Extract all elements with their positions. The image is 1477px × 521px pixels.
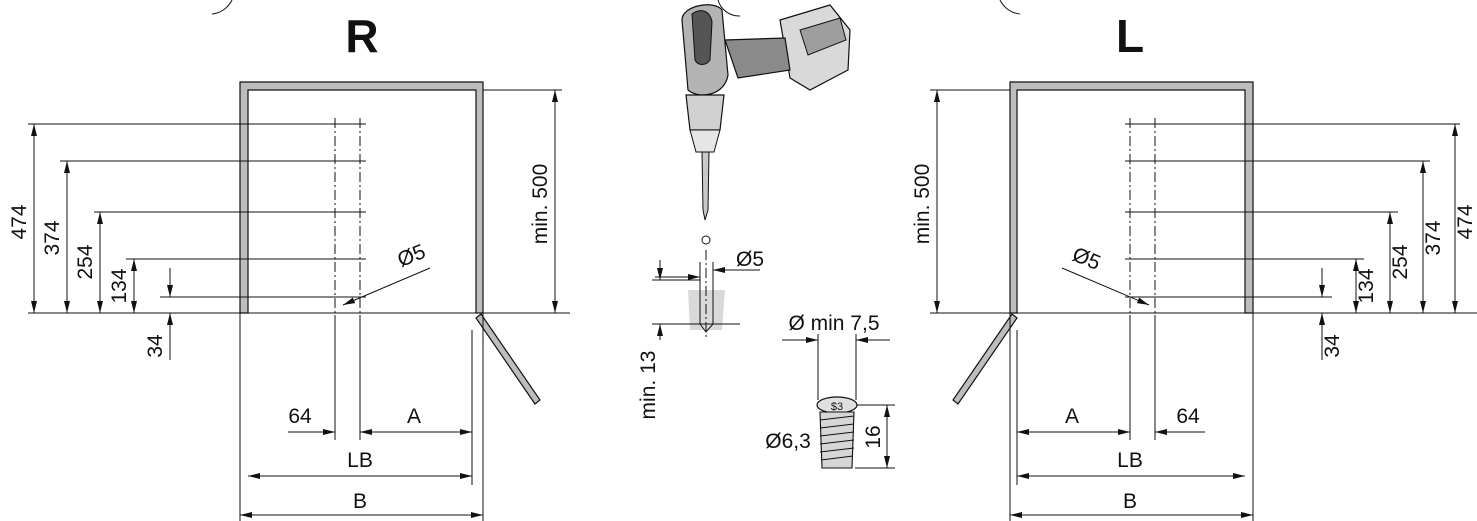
- diagram-r: R 474 374 254 134 34 min. 500: [8, 10, 570, 521]
- min-depth-r: min. 500: [529, 164, 552, 245]
- height-474-l: 474: [1454, 204, 1477, 239]
- cabinet-wall-r: [239, 81, 484, 314]
- dim-lb-l: LB: [1117, 449, 1143, 472]
- height-34-l: 34: [1321, 334, 1344, 358]
- screw-detail: Ø min 7,5 $3 Ø6,3 16: [765, 312, 895, 469]
- height-254-r: 254: [74, 244, 97, 279]
- screw-thread-icon: [819, 411, 855, 469]
- circle-marker-right: [999, 0, 1021, 15]
- dim-b-r: B: [353, 490, 367, 513]
- hole-diameter-l: Ø5: [1069, 243, 1104, 275]
- dim-lb-r: LB: [347, 449, 373, 472]
- screw-length: 16: [862, 425, 885, 448]
- door-l: [952, 313, 1018, 405]
- door-r: [475, 313, 541, 405]
- offset-64-r: 64: [288, 405, 312, 428]
- circle-marker-mid: [717, 0, 741, 17]
- drill-diameter: Ø5: [736, 248, 764, 271]
- hole-diameter-r: Ø5: [394, 240, 429, 272]
- diagram-l: L 474 374 254 134 34 min. 500 Ø5: [911, 10, 1477, 521]
- height-34-r: 34: [144, 334, 167, 358]
- drill-min-depth: min. 13: [637, 351, 660, 420]
- height-474-r: 474: [8, 204, 31, 239]
- min-depth-l: min. 500: [911, 164, 934, 245]
- title-r: R: [345, 10, 378, 62]
- screw-head-diameter: Ø min 7,5: [788, 312, 879, 335]
- screw-head-mark: $3: [831, 401, 843, 413]
- title-l: L: [1116, 10, 1144, 62]
- dim-b-l: B: [1123, 490, 1137, 513]
- height-254-l: 254: [1389, 244, 1412, 279]
- screw-diameter: Ø6,3: [765, 430, 811, 453]
- height-374-r: 374: [41, 220, 64, 255]
- height-134-r: 134: [108, 268, 131, 303]
- dim-a-l: A: [1065, 405, 1079, 428]
- cabinet-wall-l: [1009, 81, 1254, 314]
- height-374-l: 374: [1422, 220, 1445, 255]
- circle-marker-left: [211, 0, 233, 15]
- dim-a-r: A: [407, 405, 421, 428]
- offset-64-l: 64: [1176, 405, 1200, 428]
- height-134-l: 134: [1355, 268, 1378, 303]
- hole-detail: Ø5 min. 13: [637, 248, 764, 419]
- drill-illustration: [681, 4, 851, 245]
